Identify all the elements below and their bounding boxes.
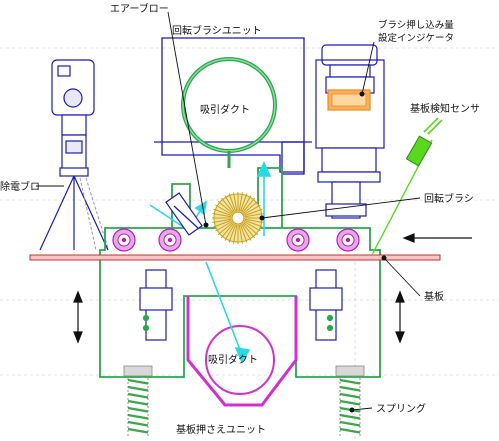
leader-lines [36, 11, 421, 411]
rotary-brush [212, 192, 264, 244]
label-spring: スプリング [376, 402, 426, 415]
air-blower-nozzle [165, 192, 203, 236]
substrate [29, 254, 441, 261]
airflow-arrows [149, 161, 272, 364]
feed-direction-arrow [402, 233, 472, 243]
label-suction-duct-top: 吸引ダクト [200, 103, 250, 116]
label-static-blower: 除電ブロー [0, 180, 50, 193]
label-substrate-sensor: 基板検知センサ [410, 102, 480, 115]
label-substrate: 基板 [424, 290, 444, 303]
brush-press-indicator [315, 44, 385, 219]
label-brush-press-indicator-1: ブラシ押し込み量 [378, 19, 454, 31]
guide-blocks [139, 269, 343, 341]
springs [123, 365, 365, 438]
label-suction-duct-bottom: 吸引ダクト [208, 353, 258, 366]
label-rotary-brush-unit: 回転ブラシユニット [172, 24, 262, 37]
label-air-blower: エアーブロー [110, 2, 169, 15]
roller [336, 228, 360, 252]
label-rotary-brush: 回転ブラシ [424, 192, 474, 205]
spring-coil [123, 365, 153, 438]
vertical-movement-arrows [73, 290, 405, 344]
roller [286, 228, 310, 252]
roller [158, 228, 182, 252]
guide-lines [0, 47, 499, 441]
rollers [112, 228, 360, 252]
label-substrate-press-unit: 基板押さえユニット [176, 423, 266, 436]
substrate-sensor [371, 117, 443, 256]
rotary-brush-unit [154, 37, 312, 175]
suction-duct-bottom [186, 296, 298, 407]
leader-dots [203, 91, 387, 413]
static-blower-airflow [79, 177, 109, 251]
suction-duct-top [181, 57, 277, 168]
static-blower [39, 59, 109, 251]
label-brush-press-indicator-2: 設定インジケータ [378, 32, 454, 44]
roller [112, 228, 136, 252]
spring-coil [335, 365, 365, 438]
